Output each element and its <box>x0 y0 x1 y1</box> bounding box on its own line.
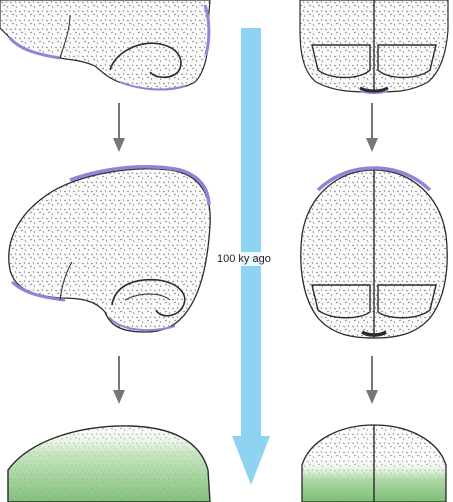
timeline-label: 100 ky ago <box>216 252 272 266</box>
step-arrow-right-2 <box>366 356 378 404</box>
brain-lateral-bottom <box>8 426 210 502</box>
brain-lateral-top <box>0 0 210 90</box>
step-arrow-left-1 <box>113 103 125 152</box>
brain-posterior-top <box>300 0 448 93</box>
step-arrow-right-1 <box>366 103 378 152</box>
brain-lateral-middle <box>9 167 210 332</box>
step-arrow-left-2 <box>113 356 125 404</box>
brain-posterior-middle <box>301 168 447 338</box>
brain-posterior-bottom <box>302 425 446 502</box>
